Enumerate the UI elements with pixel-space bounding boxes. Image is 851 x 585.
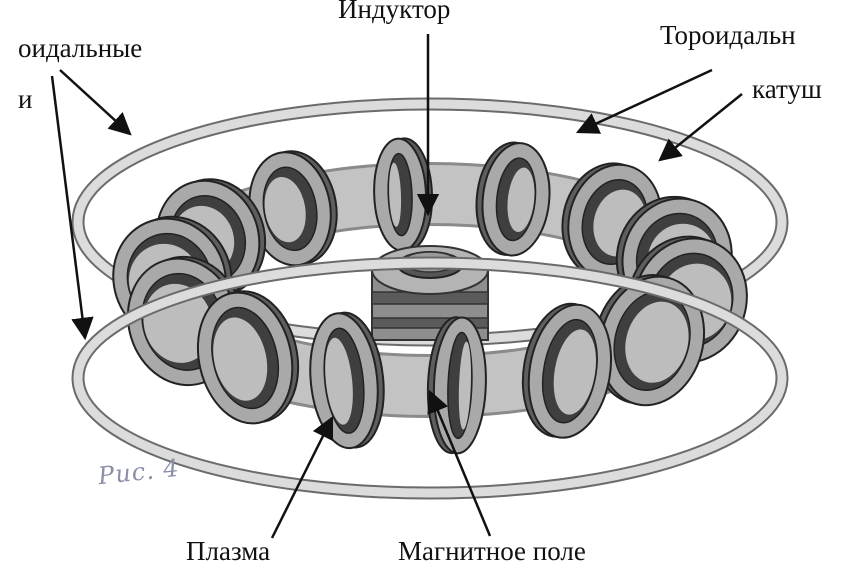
toroidal-coil: [521, 302, 613, 439]
toroidal-coils-front: [196, 274, 706, 455]
poloidal-arrow-upper: [59, 69, 132, 136]
toroidal-coils-label-bottom: катуш: [752, 74, 822, 104]
toroidal-arrow-2: [658, 93, 743, 162]
inductor-label: Индуктор: [338, 0, 451, 24]
lower-poloidal-ring: [71, 256, 789, 500]
toroidal-coils-label-top: Тороидальн: [660, 20, 796, 50]
toroidal-coil: [593, 274, 706, 407]
poloidal-coils-label-top: оидальные: [18, 33, 143, 63]
toroidal-coil: [196, 290, 300, 425]
leader-lines: [50, 34, 743, 539]
poloidal-coils-label-bottom: и: [18, 84, 33, 114]
toroidal-coil: [248, 150, 338, 267]
magnetic-field-label: Магнитное поле: [398, 536, 586, 566]
toroidal-coil: [475, 141, 551, 257]
plasma-arrow: [270, 415, 334, 539]
magnetic-field-arrow: [427, 389, 492, 537]
toroidal-arrow-1: [575, 68, 713, 134]
poloidal-arrow-lower: [50, 75, 94, 341]
toroidal-coil: [309, 311, 385, 450]
toroidal-coil: [373, 137, 434, 252]
plasma-label: Плазма: [186, 536, 271, 566]
